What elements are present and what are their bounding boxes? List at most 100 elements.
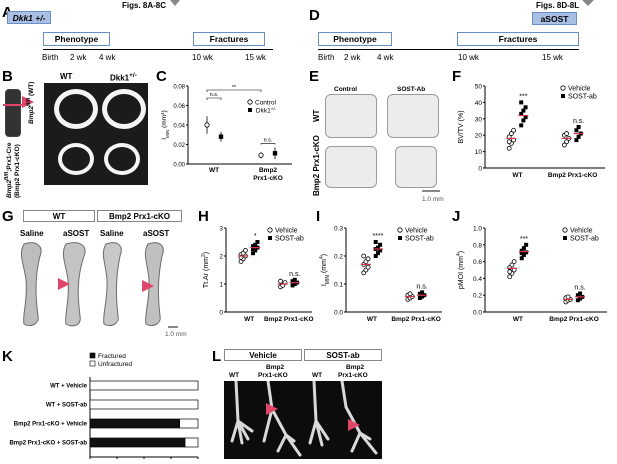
panel-h-point-s1-g0-4 <box>253 242 258 247</box>
panel-g-scale-label: 1.0 mm <box>165 331 187 338</box>
panel-i-point-s1-g1-3 <box>417 291 422 296</box>
panel-f-point-s1-g1-1 <box>576 134 581 139</box>
panel-c-cat-1: Bmp2 <box>259 167 277 174</box>
panel-c-point-s0-g0 <box>204 122 210 128</box>
panel-f-point-s1-g0-4 <box>521 108 526 113</box>
panel-a-arrow-icon <box>170 0 180 6</box>
panel-a-dkk1-tag: Dkk1 +/- <box>7 11 51 24</box>
panel-h-ytick-label-0: 0 <box>219 310 223 317</box>
panel-a-tick-3: 10 wk <box>192 53 213 62</box>
panel-i-point-s1-g0-2 <box>378 248 383 253</box>
panel-j-legend-marker-1 <box>563 236 567 240</box>
panel-k-bar-s0-2 <box>89 418 180 429</box>
panel-g-header-cko: Bmp2 Prx1-cKO <box>97 210 182 222</box>
panel-f-annot-0: *** <box>519 93 527 100</box>
panel-f-legend-label-0: Vehicle <box>568 86 591 93</box>
panel-j-point-s1-g0-2 <box>524 250 529 255</box>
panel-e-ct-cko-control <box>325 146 377 188</box>
panel-h-legend-label-0: Vehicle <box>275 228 298 235</box>
panel-i-point-s0-g0-5 <box>365 256 371 262</box>
panel-a-timeline <box>43 49 273 50</box>
panel-c-ytick-label-3: 0.06 <box>173 104 185 110</box>
panel-j-cat-1: Bmp2 Prx1-cKO <box>549 316 599 323</box>
panel-f-label: F <box>452 68 462 85</box>
panel-d-tick-0: Birth <box>318 53 335 62</box>
panel-h-legend-label-1: SOST-ab <box>275 236 304 243</box>
panel-i-legend-label-1: SOST-ab <box>405 236 434 243</box>
panel-c-point-s1-g1 <box>272 151 278 156</box>
panel-j-point-s1-g1-3 <box>575 293 580 298</box>
panel-j-point-s1-g0-1 <box>521 252 526 257</box>
panel-i-ytick-label-1: 0.1 <box>334 282 343 289</box>
panel-g-label-asost-2: aSOST <box>143 229 170 238</box>
panel-d-timeline <box>318 49 579 50</box>
panel-j-cat-0: WT <box>513 316 523 323</box>
panel-b-row1-label: Bmp2fl/fl (WT) <box>26 81 36 124</box>
panel-i-point-s1-g0-0 <box>373 254 378 258</box>
panel-f-cat-0: WT <box>512 172 522 179</box>
panel-l-label-bmp2-2: Bmp2 <box>346 364 365 371</box>
panel-c-point-s1-g0 <box>218 134 224 139</box>
panel-c-bracket-1 <box>206 89 262 92</box>
panel-e-row-cko: Bmp2 Prx1-cKO <box>312 135 321 196</box>
panel-c-label: C <box>156 68 167 85</box>
panel-f-legend-marker-0 <box>560 85 566 91</box>
panel-c-ytick-label-4: 0.08 <box>173 85 185 91</box>
panel-i-ylabel: IMIN (mm4) <box>319 254 331 286</box>
panel-h-point-s0-g1-3 <box>278 278 283 284</box>
panel-l-label-cko-1: Prx1-cKO <box>258 372 288 379</box>
panel-i-point-s1-g1-1 <box>420 294 425 299</box>
panel-f-point-s0-g1-1 <box>564 139 569 145</box>
panel-j-point-s0-g0-0 <box>507 274 513 280</box>
panel-j-point-s1-g0-4 <box>521 246 526 251</box>
panel-g-label-saline-2: Saline <box>100 229 124 238</box>
panel-f-point-s1-g0-3 <box>519 111 524 116</box>
panel-i-annot-0: **** <box>372 233 383 240</box>
panel-k-bar-s1-2 <box>179 418 199 429</box>
panel-j-ytick-label-2: 0.4 <box>473 276 482 283</box>
panel-f-ytick-label-0: 0 <box>478 166 482 173</box>
panel-l-label-cko-2: Prx1-cKO <box>338 372 368 379</box>
panel-f-point-s1-g1-4 <box>576 125 581 129</box>
panel-c-legend-marker-1 <box>248 108 252 112</box>
panel-j-legend-label-0: Vehicle <box>570 228 593 235</box>
panel-b-microct-grid <box>44 83 148 185</box>
panel-e-col-sost: SOST-Ab <box>397 86 426 93</box>
panel-h-point-s0-g0-5 <box>243 248 248 253</box>
panel-i-point-s1-g0-6 <box>373 240 378 244</box>
panel-i-point-s0-g1-4 <box>407 291 413 297</box>
panel-g-label: G <box>2 208 14 225</box>
panel-c-legend-marker-0 <box>247 99 253 105</box>
panel-b-row2-sublabel: (Bmp2 Prx1-cKO) <box>14 144 21 198</box>
panel-a-fractures-box: Fractures <box>193 32 265 46</box>
panel-h-point-s1-g0-3 <box>251 244 256 249</box>
panel-a-tick-1: 2 wk <box>70 53 87 62</box>
panel-j-ylabel: pMOI (mm4) <box>456 251 465 289</box>
panel-f-legend-marker-1 <box>561 94 565 98</box>
panel-c-ytick-label-2: 0.04 <box>173 124 185 130</box>
panel-d-tick-3: 10 wk <box>458 53 479 62</box>
panel-a-phenotype-box: Phenotype <box>43 32 110 46</box>
panel-i-cat-1: Bmp2 Prx1-cKO <box>391 316 441 323</box>
panel-j-point-s0-g0-4 <box>509 262 515 268</box>
panel-l-label-wt-2: WT <box>312 372 323 379</box>
panel-f-point-s1-g0-2 <box>523 115 528 120</box>
panel-g-label-saline-1: Saline <box>20 229 44 238</box>
panel-a-tick-0: Birth <box>42 53 59 62</box>
femur-wt-asost <box>62 242 86 327</box>
panel-k-cat-1: WT + SOST-ab <box>46 403 88 409</box>
panel-e-scale-bar <box>422 190 440 192</box>
panel-i-legend-label-0: Vehicle <box>405 228 428 235</box>
panel-e-row-wt: WT <box>312 109 321 122</box>
panel-l-arrow-1-icon <box>266 403 278 415</box>
panel-i-point-s1-g0-4 <box>375 245 380 250</box>
panel-j-annot-0: *** <box>520 236 528 243</box>
panel-g-header-wt: WT <box>23 210 95 222</box>
panel-f-ylabel: BV/TV (%) <box>458 110 465 143</box>
panel-d-figs: Figs. 8D-8L <box>536 1 580 10</box>
panel-j-ytick-label-4: 0.8 <box>473 242 482 249</box>
panel-h-legend-marker-0 <box>267 227 273 233</box>
